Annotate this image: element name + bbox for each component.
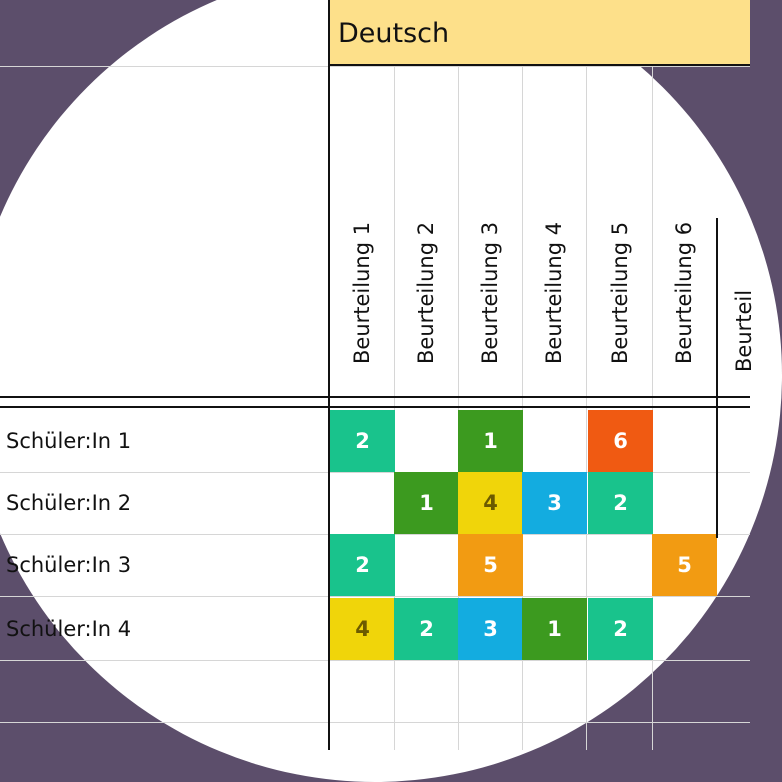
grade-cell[interactable]: 1	[458, 410, 523, 472]
column-header-label: Beurteilung 6	[672, 221, 696, 364]
grade-cell[interactable]: 2	[394, 598, 459, 660]
subject-title: Deutsch	[338, 18, 450, 49]
column-header-7[interactable]: Beurteil	[732, 289, 756, 372]
grade-cell[interactable]: 4	[458, 472, 523, 534]
grade-cell[interactable]: 2	[330, 410, 395, 472]
column-header-3[interactable]: Beurteilung 3	[458, 72, 522, 394]
grade-cell[interactable]: 2	[588, 472, 653, 534]
student-name: Schüler:In 4	[6, 617, 132, 641]
grade-cell[interactable]: 5	[652, 534, 717, 596]
student-name: Schüler:In 2	[6, 491, 132, 515]
column-header-label: Beurteilung 4	[542, 221, 566, 364]
grade-cell[interactable]: 3	[458, 598, 523, 660]
student-name: Schüler:In 1	[6, 429, 132, 453]
grade-cell[interactable]: 2	[588, 598, 653, 660]
column-header-label: Beurteilung 1	[350, 221, 374, 364]
student-row-label[interactable]: Schüler:In 3	[0, 534, 318, 596]
subject-header[interactable]: Deutsch	[330, 0, 750, 66]
grade-cell[interactable]: 2	[330, 534, 395, 596]
grade-cell[interactable]: 6	[588, 410, 653, 472]
divider-vertical	[328, 0, 330, 750]
column-header-6[interactable]: Beurteilung 6	[652, 72, 716, 394]
header-divider-bottom	[0, 406, 750, 408]
student-name: Schüler:In 3	[6, 553, 132, 577]
column-header-2[interactable]: Beurteilung 2	[394, 72, 458, 394]
column-header-5[interactable]: Beurteilung 5	[588, 72, 652, 394]
column-header-label: Beurteilung 3	[478, 221, 502, 364]
student-row-label[interactable]: Schüler:In 1	[0, 410, 318, 472]
column-header-label: Beurteilung 2	[414, 221, 438, 364]
divider-vertical-right	[716, 218, 718, 538]
grade-cell[interactable]: 4	[330, 598, 395, 660]
column-header-4[interactable]: Beurteilung 4	[522, 72, 586, 394]
grade-spreadsheet: Deutsch Beurteilung 1 Beurteilung 2 Beur…	[0, 0, 756, 750]
column-header-label: Beurteilung 5	[608, 221, 632, 364]
grade-cell[interactable]: 3	[522, 472, 587, 534]
grade-cell[interactable]: 5	[458, 534, 523, 596]
grade-cell[interactable]: 1	[522, 598, 587, 660]
student-row-label[interactable]: Schüler:In 2	[0, 472, 318, 534]
student-row-label[interactable]: Schüler:In 4	[0, 598, 318, 660]
header-divider-top	[0, 396, 750, 398]
grade-cell[interactable]: 1	[394, 472, 459, 534]
column-header-1[interactable]: Beurteilung 1	[330, 72, 394, 394]
